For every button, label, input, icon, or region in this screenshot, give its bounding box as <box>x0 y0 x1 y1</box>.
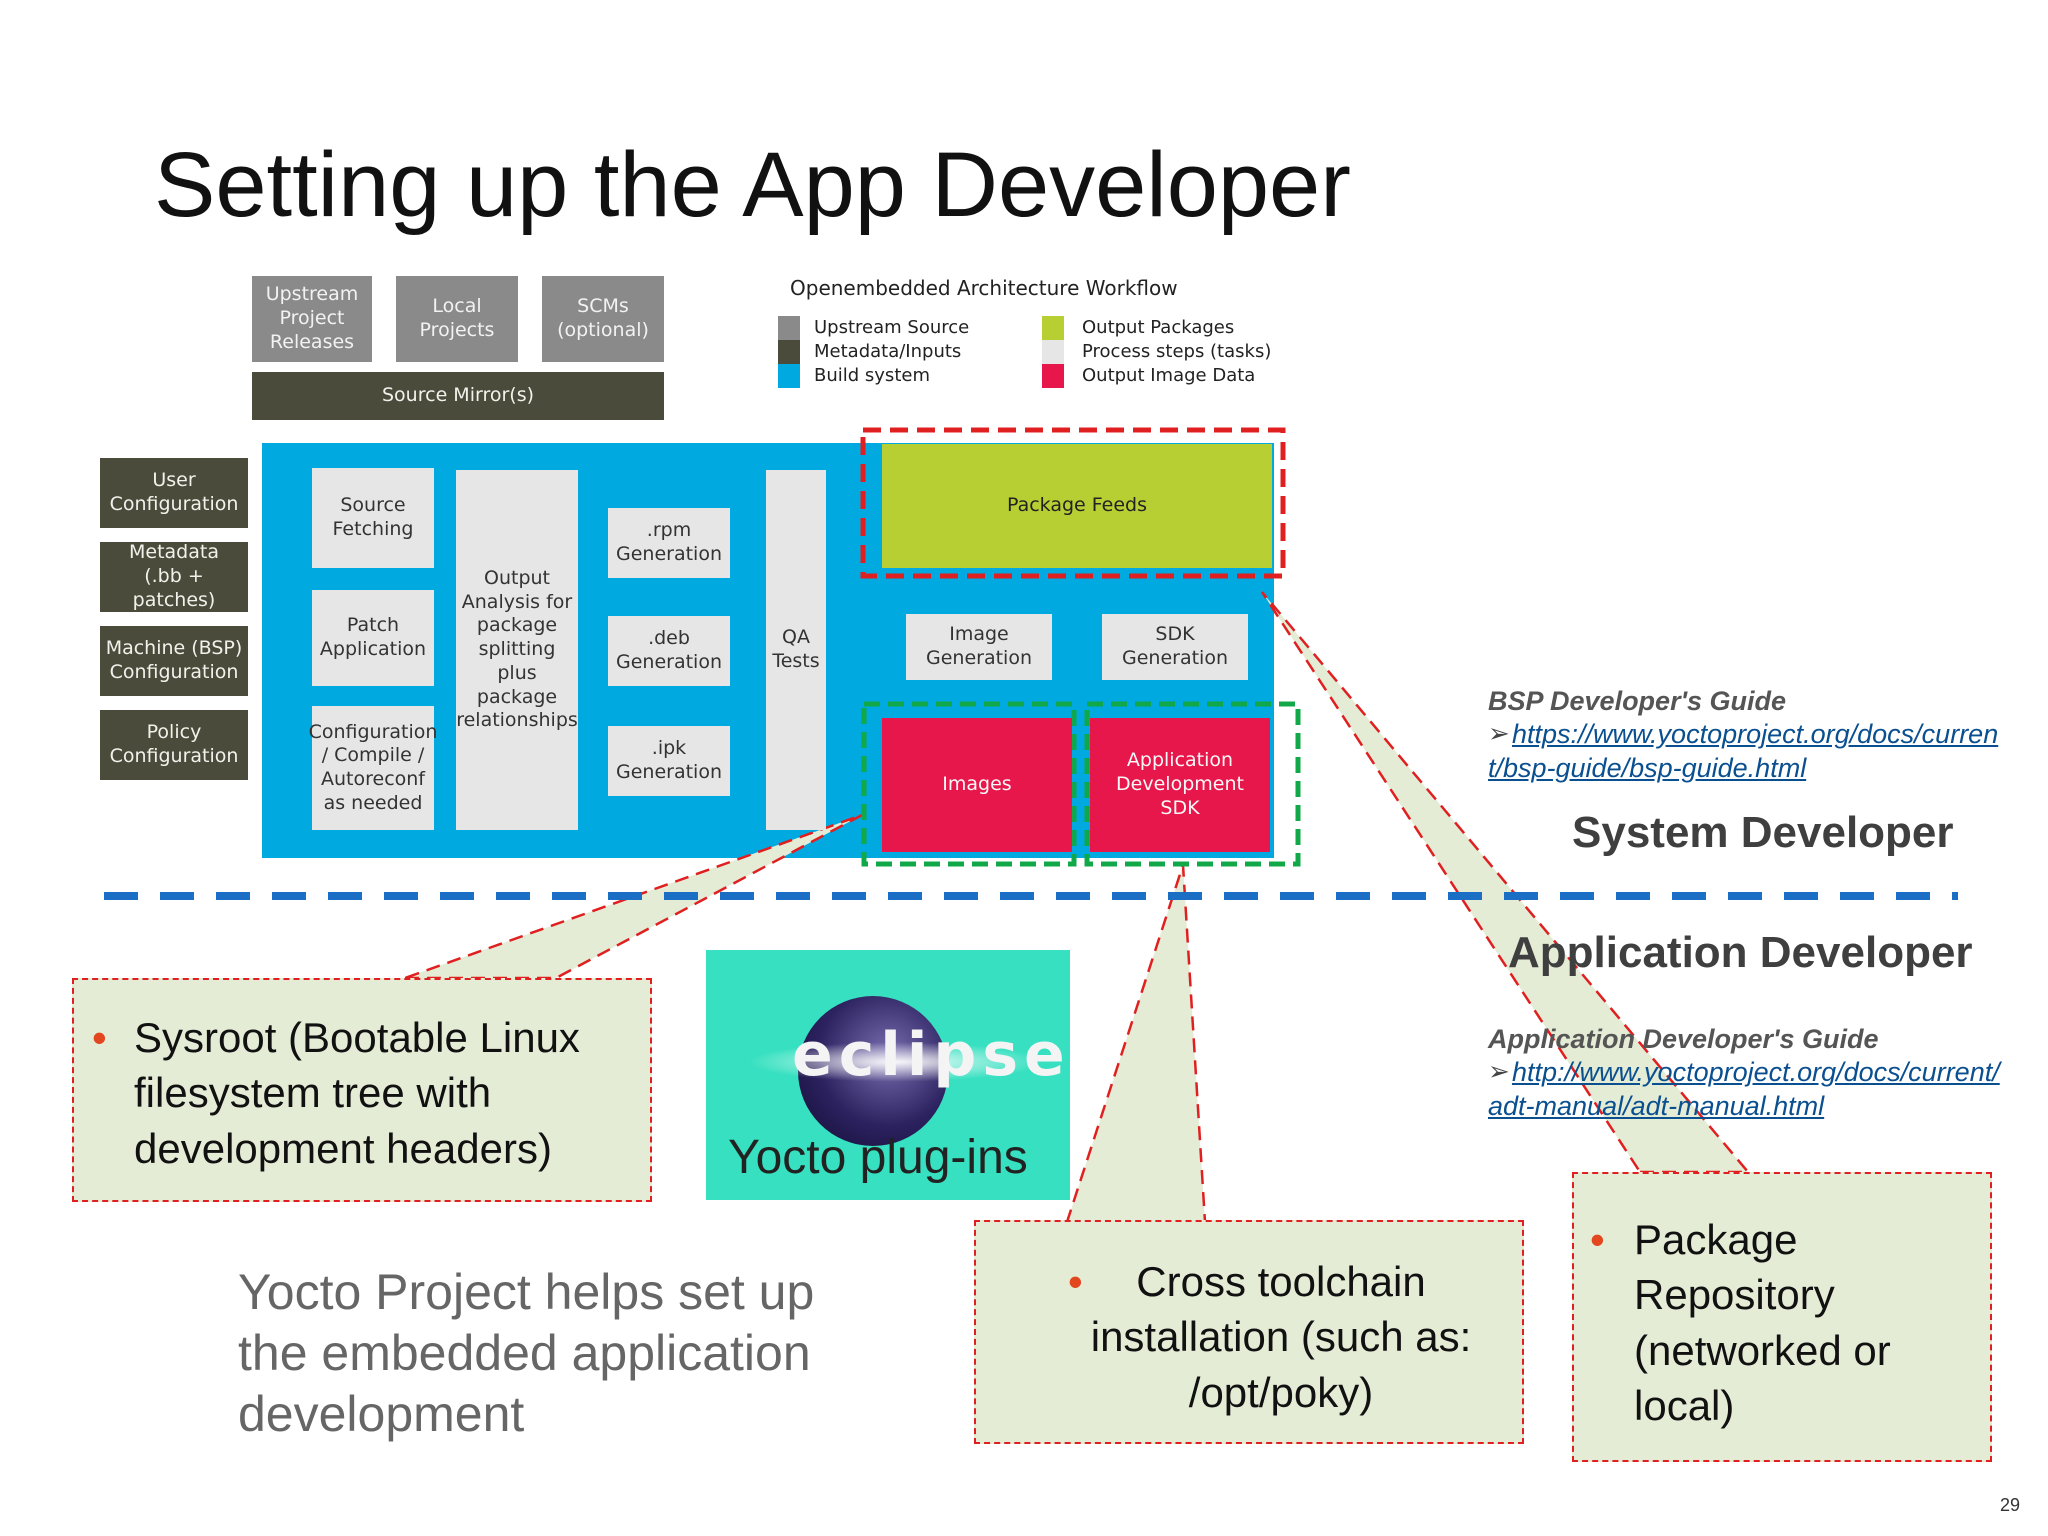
application-development-sdk: Application Development SDK <box>1090 718 1270 852</box>
toolchain-callout-text: • Cross toolchain installation (such as:… <box>1044 1254 1504 1420</box>
source-fetching-step: Source Fetching <box>312 468 434 568</box>
legend-swatch-upstream <box>778 316 800 340</box>
scms-optional: SCMs (optional) <box>542 276 664 362</box>
deb-generation-step: .deb Generation <box>608 616 730 686</box>
policy-configuration: Policy Configuration <box>100 710 248 780</box>
adt-guide-link[interactable]: http://www.yoctoproject.org/docs/current… <box>1488 1057 2000 1121</box>
bullet-icon: • <box>92 1014 107 1061</box>
legend-metadata: Metadata/Inputs <box>814 341 962 362</box>
legend-output-packages: Output Packages <box>1082 317 1235 338</box>
workflow-heading: Openembedded Architecture Workflow <box>790 276 1178 300</box>
eclipse-glow <box>746 1042 1046 1082</box>
toolchain-callout-pointer <box>1065 864 1207 1224</box>
machine-bsp-configuration: Machine (BSP) Configuration <box>100 626 248 696</box>
local-projects: Local Projects <box>396 276 518 362</box>
ipk-generation-step: .ipk Generation <box>608 726 730 796</box>
adt-guide-title: Application Developer's Guide <box>1488 1024 1879 1054</box>
toolchain-text: Cross toolchain installation (such as: /… <box>1090 1258 1472 1416</box>
bsp-guide-title: BSP Developer's Guide <box>1488 686 1787 716</box>
repository-callout-text: • Package Repository (networked or local… <box>1590 1212 1970 1434</box>
toolchain-callout <box>974 1220 1524 1444</box>
legend-build: Build system <box>814 365 930 386</box>
images-highlight <box>861 701 1077 867</box>
bullet-icon: • <box>1068 1258 1083 1305</box>
package-feeds-highlight <box>860 427 1286 579</box>
sysroot-text: Sysroot (Bootable Linux filesystem tree … <box>134 1014 580 1172</box>
legend-swatch-output-packages <box>1042 316 1064 340</box>
source-mirrors: Source Mirror(s) <box>252 372 664 420</box>
slide-title: Setting up the App Developer <box>154 134 1351 236</box>
legend-swatch-metadata <box>778 340 800 364</box>
legend-swatch-build <box>778 364 800 388</box>
yocto-note: Yocto Project helps set up the embedded … <box>238 1264 815 1442</box>
legend-swatch-output-image <box>1042 364 1064 388</box>
qa-tests-step: QA Tests <box>766 470 826 830</box>
bullet-icon: • <box>1590 1216 1605 1263</box>
bsp-guide-link[interactable]: https://www.yoctoproject.org/docs/curren… <box>1488 719 1999 783</box>
metadata-input: Metadata (.bb + patches) <box>100 541 248 612</box>
legend-swatch-process <box>1042 340 1064 364</box>
repository-callout <box>1572 1172 1992 1462</box>
legend-process: Process steps (tasks) <box>1082 341 1272 362</box>
sdk-highlight <box>1084 701 1301 867</box>
eclipse-wordmark: eclipse <box>792 1020 1070 1090</box>
images-output: Images <box>882 718 1072 852</box>
image-generation-step: Image Generation <box>906 614 1052 680</box>
legend-upstream: Upstream Source <box>814 317 970 338</box>
sysroot-callout-text: • Sysroot (Bootable Linux filesystem tre… <box>92 1010 632 1176</box>
repository-text: Package Repository (networked or local) <box>1634 1216 1891 1430</box>
sysroot-callout <box>72 978 652 1202</box>
arrow-bullet-icon: ➢ <box>1488 1056 1510 1086</box>
rpm-generation-step: .rpm Generation <box>608 508 730 578</box>
patch-application-step: Patch Application <box>312 590 434 686</box>
package-feeds: Package Feeds <box>882 444 1272 568</box>
arrow-bullet-icon: ➢ <box>1488 718 1510 748</box>
upstream-project-releases: Upstream Project Releases <box>252 276 372 362</box>
page-number: 29 <box>1999 1495 2020 1515</box>
eclipse-yocto-logo: eclipse Yocto plug-ins <box>706 950 1070 1200</box>
sdk-generation-step: SDK Generation <box>1102 614 1248 680</box>
system-developer-label: System Developer <box>1572 808 1954 857</box>
output-analysis-step: Output Analysis for package splitting pl… <box>456 470 578 830</box>
configuration-compile-step: Configuration / Compile / Autoreconf as … <box>309 706 437 830</box>
user-configuration: User Configuration <box>100 458 248 528</box>
yocto-plugins-label: Yocto plug-ins <box>728 1131 1028 1184</box>
legend-output-image: Output Image Data <box>1082 365 1256 386</box>
application-developer-label: Application Developer <box>1508 928 1973 977</box>
